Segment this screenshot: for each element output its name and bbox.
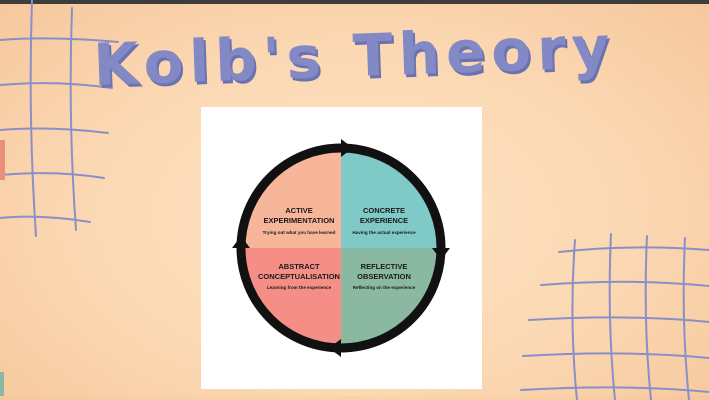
edge-decoration: [0, 372, 4, 396]
active-title-2: EXPERIMENTATION: [264, 216, 335, 225]
active-subtitle: Trying out what you have learned: [263, 230, 336, 235]
kolb-cycle-diagram: ACTIVE EXPERIMENTATION Trying out what y…: [232, 139, 450, 357]
diagram-card: ACTIVE EXPERIMENTATION Trying out what y…: [201, 107, 482, 389]
active-title-1: ACTIVE: [285, 206, 313, 215]
grid-decoration-top-left: [0, 0, 119, 237]
concrete-title-2: EXPERIENCE: [360, 216, 408, 225]
abstract-subtitle: Learning from the experience: [267, 285, 332, 290]
arrow-left-icon: [232, 236, 250, 248]
arrow-top-icon: [341, 139, 353, 157]
edge-decoration: [0, 140, 5, 180]
arrow-bottom-icon: [329, 339, 341, 357]
abstract-title-2: CONCEPTUALISATION: [258, 272, 340, 281]
grid-decoration-bottom-right: [520, 233, 709, 400]
reflective-title-2: OBSERVATION: [357, 272, 411, 281]
top-bar: [0, 0, 709, 4]
concrete-subtitle: Having the actual experience: [352, 230, 416, 235]
reflective-subtitle: Reflecting on the experience: [353, 285, 416, 290]
concrete-title-1: CONCRETE: [363, 206, 405, 215]
abstract-title-1: ABSTRACT: [278, 262, 320, 271]
reflective-title-1: REFLECTIVE: [361, 262, 408, 271]
arrow-right-icon: [432, 248, 450, 260]
